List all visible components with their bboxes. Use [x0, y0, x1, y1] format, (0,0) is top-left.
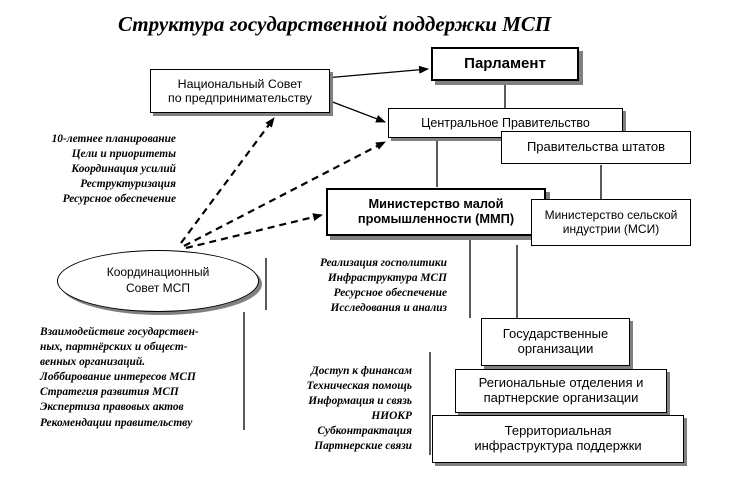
coordination-council-line1: Координационный	[106, 265, 210, 280]
state-governments-label: Правительства штатов	[526, 139, 666, 155]
territorial-infrastructure-line1: Территориальная	[504, 423, 612, 439]
list-item: Информация и связь	[308, 395, 412, 408]
list-item: ных, партнёрских и общест-	[40, 341, 188, 354]
parliament-box: Парламент	[431, 47, 579, 81]
state-governments-box: Правительства штатов	[501, 131, 691, 164]
list-item: Партнерские связи	[314, 440, 412, 453]
arrow-council-to-government	[329, 100, 386, 123]
dashed-arrow-to-national-council	[180, 117, 275, 244]
list-item: Инфраструктура МСП	[327, 272, 447, 285]
dashed-arrow-to-ministry	[185, 213, 323, 250]
territorial-infrastructure-box: Территориальная инфраструктура поддержки	[432, 415, 684, 463]
list-item: Реализация госполитики	[319, 257, 447, 269]
ministry-rural-industry-box: Министерство сельской индустрии (МСИ)	[531, 199, 691, 246]
ministry-rural-industry-line2: индустрии (МСИ)	[562, 221, 660, 236]
ministry-small-industry-box: Министерство малой промышленности (ММП)	[326, 188, 546, 236]
list-item: Лоббирование интересов МСП	[40, 371, 196, 384]
list-item: Исследования и анализ	[330, 302, 447, 315]
central-government-label: Центральное Правительство	[421, 115, 590, 130]
list-item: Ресурсное обеспечение	[333, 287, 447, 300]
state-organizations-line1: Государственные	[502, 326, 609, 342]
regional-branches-box: Региональные отделения и партнерские орг…	[455, 369, 667, 413]
national-council-box: Национальный Совет по предпринимательств…	[150, 69, 330, 113]
ministry-rural-industry-line1: Министерство сельской	[544, 207, 678, 222]
list-item: Экспертиза правовых актов	[40, 401, 184, 414]
ministry-small-industry-line2: промышленности (ММП)	[357, 211, 515, 226]
coordination-council-line2: Совет МСП	[126, 281, 190, 295]
national-council-line2: по предпринимательству	[168, 91, 312, 105]
list-item: НИОКР	[371, 410, 412, 423]
list-item: Стратегия развития МСП	[40, 386, 179, 399]
regional-branches-line1: Региональные отделения и	[478, 375, 644, 391]
coordination-council-functions-list: Взаимодействие государствен- ных, партнё…	[40, 325, 240, 431]
list-item: Координация усилий	[71, 163, 176, 176]
regional-branches-line2: партнерские организации	[483, 390, 639, 405]
dashed-arrow-to-central-government	[183, 141, 386, 247]
list-item: Доступ к финансам	[310, 365, 412, 377]
ministry-small-industry-line1: Министерство малой	[368, 196, 504, 212]
list-item: Ресурсное обеспечение	[62, 193, 176, 206]
list-item: 10-летнее планирование	[51, 133, 176, 145]
list-item: Техническая помощь	[306, 380, 412, 393]
ministry-functions-list: Реализация госполитики Инфраструктура МС…	[277, 256, 447, 316]
parliament-label: Парламент	[464, 55, 546, 73]
list-item: венных организаций.	[40, 356, 146, 369]
list-item: Цели и приоритеты	[71, 148, 176, 161]
state-organizations-box: Государственные организации	[481, 318, 630, 366]
list-item: Взаимодействие государствен-	[40, 326, 199, 338]
list-item: Субконтрактация	[317, 425, 412, 438]
coordination-council-ellipse: Координационный Совет МСП	[57, 250, 259, 312]
territorial-infrastructure-line2: инфраструктура поддержки	[474, 438, 642, 453]
state-organizations-line2: организации	[517, 341, 594, 356]
list-item: Реструктуризация	[80, 178, 176, 191]
national-council-line1: Национальный Совет	[177, 76, 303, 91]
support-services-list: Доступ к финансам Техническая помощь Инф…	[270, 364, 412, 455]
arrow-council-to-parliament	[324, 65, 429, 79]
list-item: Рекомендации правительству	[40, 416, 193, 429]
national-council-functions-list: 10-летнее планирование Цели и приоритеты…	[10, 132, 176, 207]
diagram-title: Структура государственной поддержки МСП	[118, 12, 552, 36]
